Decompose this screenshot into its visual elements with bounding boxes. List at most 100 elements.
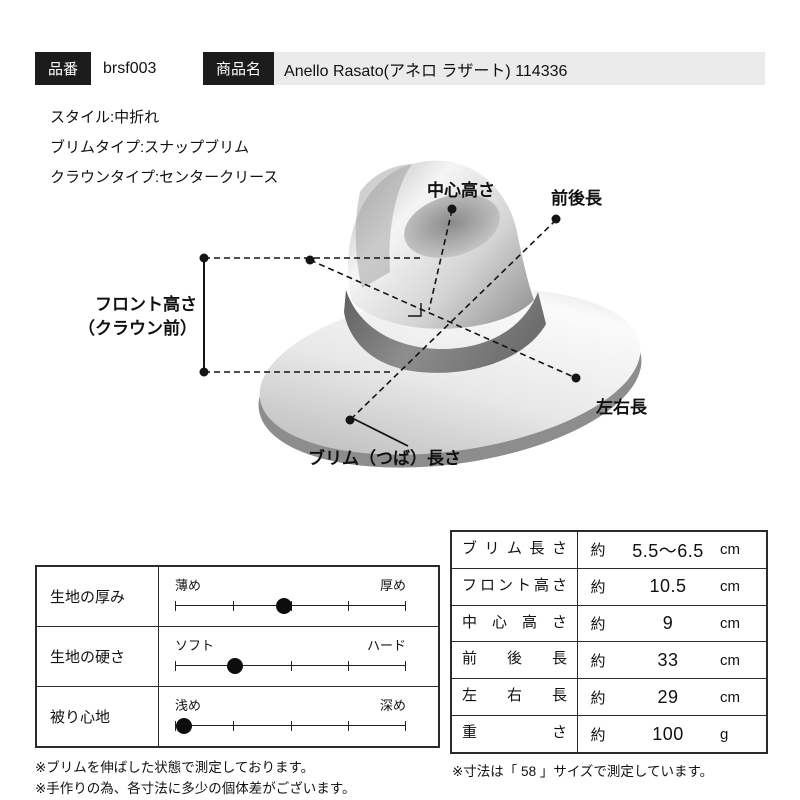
scale-label: 生地の厚み	[37, 567, 159, 626]
scale-cell: ソフト ハード	[175, 627, 406, 686]
scale-row-thickness: 生地の厚み 薄め 厚め	[37, 567, 438, 627]
scale-min-label: 薄め	[175, 578, 202, 593]
right-angle-mark	[408, 303, 422, 317]
footnote-size: ※寸法は「 58 」サイズで測定しています。	[452, 764, 714, 779]
footnotes-left: ※ブリムを伸ばした状態で測定しております。 ※手作りの為、各寸法に多少の個体差が…	[35, 757, 355, 799]
measurement-label: フロント高さ	[452, 568, 578, 605]
label-front-height-line2: （クラウン前）	[78, 318, 197, 338]
scale-dot	[227, 658, 244, 674]
attr-style: スタイル:中折れ	[50, 109, 160, 126]
diagram-labels: 中心高さ 前後長 フロント高さ （クラウン前） 左右長 ブリム（つば）長さ	[78, 180, 648, 468]
scale-line	[175, 658, 406, 674]
scale-dot	[176, 718, 193, 734]
label-center-height: 中心高さ	[427, 180, 495, 200]
footnote: ※ブリムを伸ばした状態で測定しております。	[35, 760, 315, 775]
approx-label: 約	[590, 726, 606, 744]
left-right-length-line	[309, 259, 577, 379]
scale-tick	[348, 721, 350, 731]
header: 品番 brsf003 商品名 Anello Rasato(アネロ ラザート) 1…	[35, 52, 765, 85]
table-row: 重さ 約 100 g	[452, 716, 766, 752]
measurement-label: 前後長	[452, 642, 578, 679]
label-front-height-line1: フロント高さ	[95, 294, 197, 314]
hat-crown-dent	[404, 194, 500, 258]
brim-length-pointer	[351, 417, 409, 447]
scale-tick	[175, 601, 176, 611]
item-no-label: 品番	[35, 52, 92, 85]
scale-tick	[175, 661, 176, 671]
scale-tick	[405, 661, 406, 671]
measurement-label: 中心高さ	[452, 605, 578, 642]
measurement-label: 重さ	[452, 716, 578, 752]
scale-cell: 浅め 深め	[175, 687, 406, 746]
scale-row-fit: 被り心地 浅め 深め	[37, 687, 438, 746]
approx-label: 約	[590, 579, 606, 597]
dot	[571, 373, 581, 383]
measurement-unit: g	[720, 725, 729, 743]
footnote: ※手作りの為、各寸法に多少の個体差がございます。	[35, 781, 356, 796]
scale-dot	[275, 598, 292, 614]
scale-tick	[290, 661, 292, 671]
scale-tick	[348, 601, 350, 611]
dot	[551, 214, 561, 224]
table-row: 前後長 約 33 cm	[452, 642, 766, 680]
measurement-value: 9	[662, 613, 674, 634]
measurement-unit: cm	[720, 688, 740, 706]
scale-tick	[348, 661, 350, 671]
front-back-length-line	[349, 219, 557, 421]
scale-tick	[232, 601, 234, 611]
dot	[305, 255, 315, 265]
approx-label: 約	[590, 652, 606, 670]
attr-crown-type: クラウンタイプ:センタークリース	[50, 169, 279, 186]
approx-label: 約	[590, 689, 606, 707]
scale-min-label: ソフト	[175, 638, 215, 653]
scale-tick	[290, 721, 292, 731]
scale-line	[175, 718, 406, 734]
scale-label: 被り心地	[37, 687, 159, 746]
dot	[199, 367, 209, 377]
attributes: スタイル:中折れ ブリムタイプ:スナップブリム クラウンタイプ:センタークリース	[50, 103, 278, 193]
product-name-value: Anello Rasato(アネロ ラザート) 114336	[274, 52, 765, 85]
approx-label: 約	[590, 616, 606, 634]
measurement-label: 左右長	[452, 679, 578, 716]
measurement-value: 5.5〜6.5	[632, 540, 704, 561]
product-name-label: 商品名	[203, 52, 275, 85]
measurement-unit: cm	[720, 651, 740, 669]
hat-crown-shadow	[355, 164, 412, 288]
scale-line	[175, 598, 406, 614]
scale-max-label: ハード	[366, 638, 406, 653]
table-row: ブリム長さ 約 5.5〜6.5 cm	[452, 532, 766, 569]
item-no-value: brsf003	[103, 59, 157, 77]
measurement-unit: cm	[720, 615, 740, 633]
scale-max-label: 深め	[379, 698, 406, 713]
measurement-value: 100	[652, 723, 684, 744]
measurement-dots	[199, 204, 581, 425]
table-row: 左右長 約 29 cm	[452, 679, 766, 717]
attr-brim-type: ブリムタイプ:スナップブリム	[50, 139, 250, 156]
measurement-unit: cm	[720, 541, 740, 559]
hat-measurement-diagram: 中心高さ 前後長 フロント高さ （クラウン前） 左右長 ブリム（つば）長さ	[78, 160, 648, 468]
scale-tick	[405, 721, 406, 731]
scale-tick	[232, 721, 234, 731]
scale-min-label: 浅め	[175, 698, 202, 713]
scale-label: 生地の硬さ	[37, 627, 159, 686]
label-front-back-length: 前後長	[551, 188, 603, 208]
fabric-scales-table: 生地の厚み 薄め 厚め 生地の硬さ ソフト ハード	[35, 565, 440, 748]
dot	[447, 204, 457, 214]
scale-tick	[405, 601, 406, 611]
dot	[345, 415, 355, 425]
label-left-right-length: 左右長	[596, 397, 648, 417]
measurement-value: 33	[657, 649, 679, 670]
center-height-line	[428, 209, 453, 311]
measurements-table: ブリム長さ 約 5.5〜6.5 cm フロント高さ 約 10.5 cm 中心高さ…	[450, 530, 768, 754]
hat-band	[344, 290, 546, 373]
scale-row-hardness: 生地の硬さ ソフト ハード	[37, 627, 438, 687]
measurement-value: 10.5	[649, 576, 687, 597]
measurement-value: 29	[657, 686, 679, 707]
scale-max-label: 厚め	[379, 578, 406, 593]
table-row: 中心高さ 約 9 cm	[452, 605, 766, 643]
scale-tick	[175, 721, 176, 731]
label-brim-length: ブリム（つば）長さ	[308, 448, 461, 468]
measurement-unit: cm	[720, 578, 740, 596]
scale-cell: 薄め 厚め	[175, 567, 406, 626]
